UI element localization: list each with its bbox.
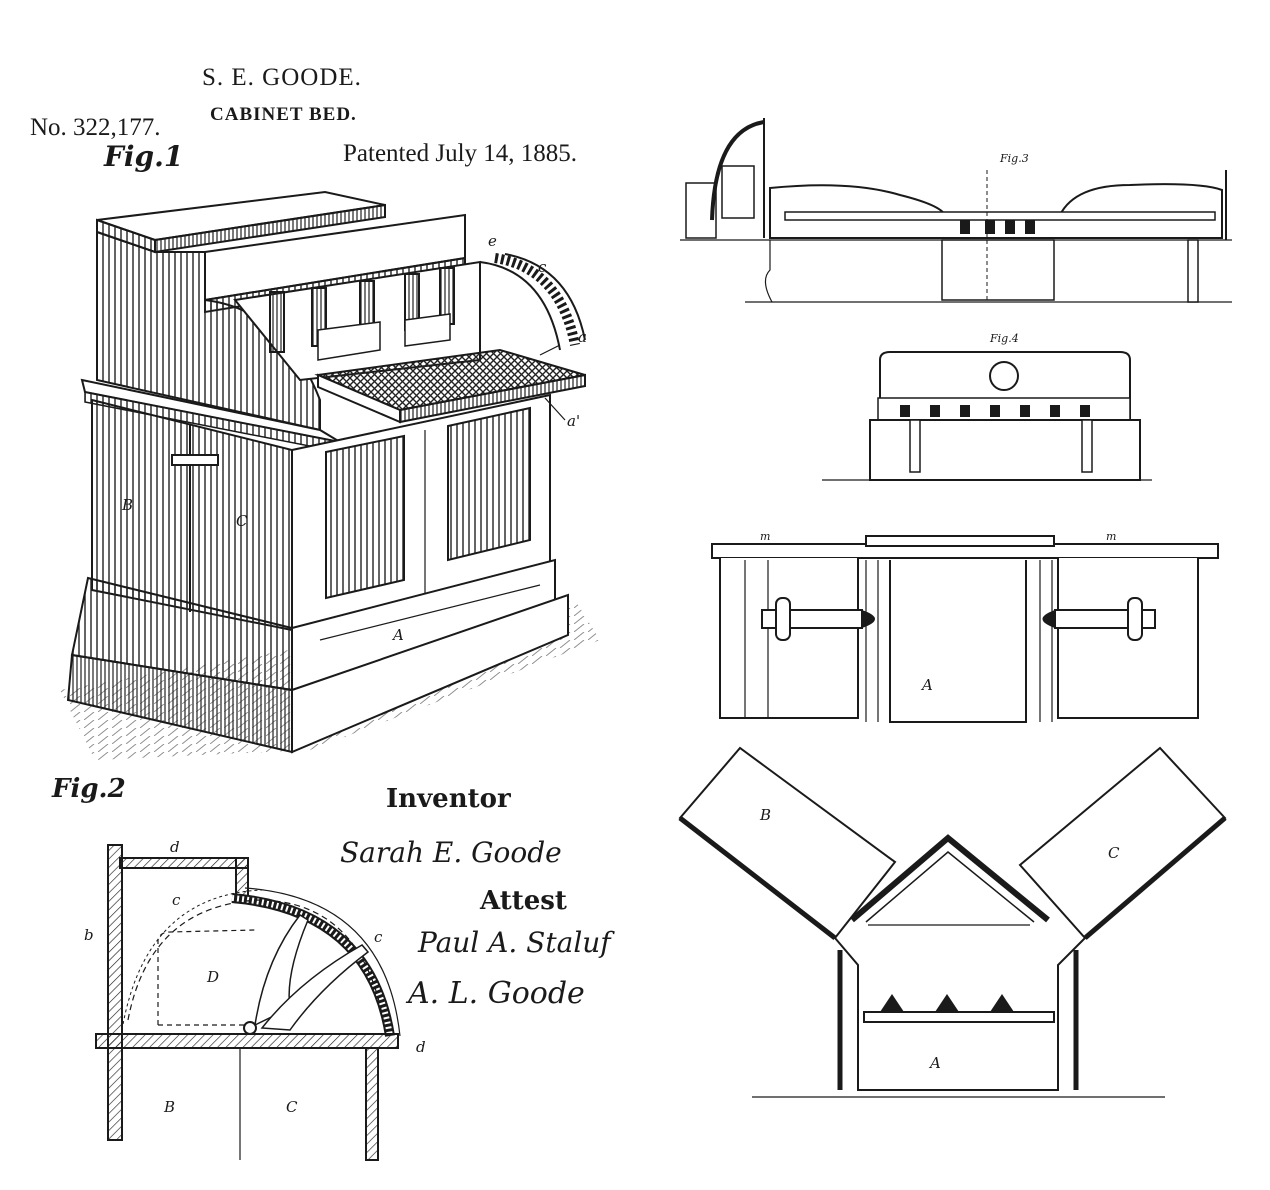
svg-text:B: B	[163, 1098, 175, 1116]
svg-text:a: a	[578, 328, 587, 346]
fig3-side-elevation: Fig.3	[680, 118, 1232, 303]
inventor-heading: Inventor	[386, 784, 511, 814]
fig4-end-elevation: Fig.4	[822, 332, 1152, 481]
svg-text:e: e	[488, 232, 497, 250]
patent-title: CABINET BED.	[210, 104, 357, 125]
inventor-name: S. E. GOODE.	[202, 64, 362, 91]
witness-signature-2: A. L. Goode	[408, 976, 585, 1011]
svg-text:A: A	[391, 626, 404, 644]
fig1-cabinet: e c a a' B C A	[60, 190, 600, 760]
svg-text:c: c	[374, 928, 383, 946]
svg-text:A: A	[928, 1054, 941, 1072]
fig2-label: Fig.2	[52, 774, 126, 804]
fig5-hinge-detail: m m A	[711, 530, 1219, 723]
attest-heading: Attest	[480, 886, 567, 916]
svg-text:C: C	[1108, 844, 1120, 862]
inventor-signature: Sarah E. Goode	[340, 836, 562, 869]
svg-text:B: B	[121, 496, 133, 514]
svg-text:m: m	[1106, 530, 1116, 543]
patent-date: Patented July 14, 1885.	[343, 140, 578, 167]
svg-text:Fig.4: Fig.4	[989, 332, 1019, 345]
svg-text:D: D	[206, 968, 219, 986]
svg-text:d: d	[416, 1038, 426, 1056]
svg-text:c: c	[538, 258, 547, 276]
svg-text:C: C	[236, 512, 248, 530]
svg-text:c: c	[172, 891, 181, 909]
fig2-section: d c b c D d B C	[84, 838, 426, 1161]
svg-text:b: b	[84, 926, 94, 944]
witness-signature-1: Paul A. Staluf	[418, 926, 611, 959]
svg-text:m: m	[760, 530, 770, 543]
svg-text:Fig.3: Fig.3	[999, 152, 1029, 165]
svg-text:A: A	[920, 676, 933, 694]
patent-number: No. 322,177.	[30, 114, 161, 141]
svg-text:d: d	[170, 838, 180, 856]
fig1-label: Fig.1	[104, 140, 184, 173]
svg-text:C: C	[286, 1098, 298, 1116]
svg-text:B: B	[759, 806, 771, 824]
svg-text:a': a'	[567, 412, 580, 430]
fig6-folded-section: B C A	[678, 746, 1227, 1098]
